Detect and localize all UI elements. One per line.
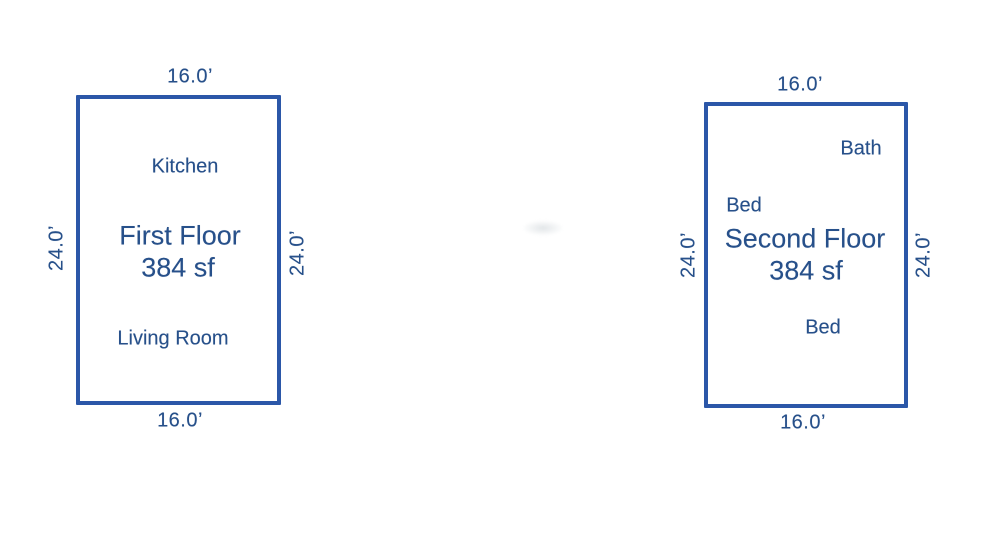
first-floor-title: First Floor — [119, 220, 241, 251]
first-floor-area: 384 sf — [141, 252, 215, 283]
first-floor-right-dimension-label: 24.0’ — [286, 230, 309, 276]
second-floor-title: Second Floor — [724, 223, 886, 254]
room-label-living-room: Living Room — [117, 327, 229, 350]
second-floor-outline — [704, 102, 908, 408]
room-label-bed-1: Bed — [726, 194, 762, 217]
scan-smudge-artifact — [522, 220, 564, 236]
first-floor-left-dimension-label: 24.0’ — [45, 225, 68, 271]
first-floor-outline — [76, 95, 281, 405]
second-floor-right-dimension-label: 24.0’ — [912, 232, 935, 278]
room-label-kitchen: Kitchen — [151, 155, 219, 178]
second-floor-area: 384 sf — [769, 255, 843, 286]
second-floor-left-dimension-label: 24.0’ — [677, 232, 700, 278]
first-floor-bottom-dimension-label: 16.0’ — [157, 409, 203, 432]
room-label-bed-2: Bed — [805, 316, 841, 339]
first-floor-top-dimension-label: 16.0’ — [167, 65, 213, 88]
second-floor-bottom-dimension-label: 16.0’ — [780, 411, 826, 434]
second-floor-top-dimension-label: 16.0’ — [777, 73, 823, 96]
room-label-bath: Bath — [840, 137, 882, 160]
